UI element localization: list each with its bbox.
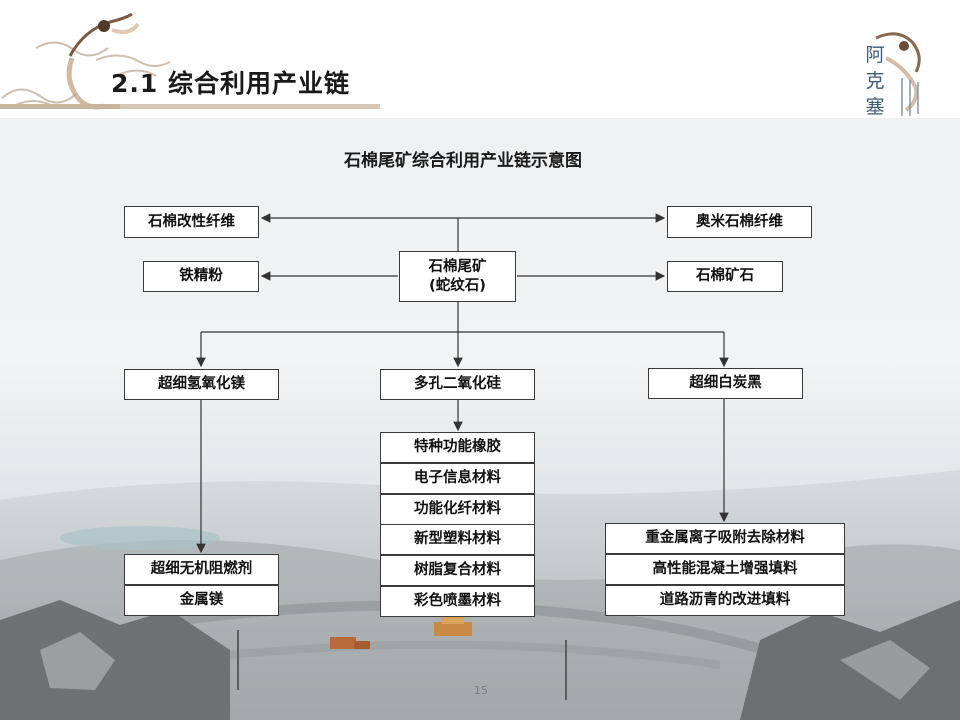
brand-logo-text: 阿 克 塞 [860, 42, 890, 120]
node-asbestos-ore: 石棉矿石 [667, 261, 783, 292]
node-branch-magnesium-hydroxide: 超细氢氧化镁 [124, 369, 279, 400]
diagram-title: 石棉尾矿综合利用产业链示意图 [344, 151, 582, 171]
node-branch-porous-silica: 多孔二氧化硅 [380, 369, 535, 400]
node-branch-white-carbon-black: 超细白炭黑 [648, 368, 803, 399]
logo-char: 塞 [865, 96, 885, 118]
product-item: 电子信息材料 [380, 463, 535, 494]
node-asbestos-tailings: 石棉尾矿 (蛇纹石) [399, 251, 516, 302]
header-decoration [0, 12, 380, 110]
product-item: 树脂复合材料 [380, 555, 535, 586]
page-title: 2.1 综合利用产业链 [111, 69, 350, 98]
product-item: 超细无机阻燃剂 [124, 554, 279, 585]
node-omi-asbestos-fiber: 奥米石棉纤维 [667, 206, 812, 238]
product-item: 金属镁 [124, 585, 279, 616]
logo-char: 阿 [865, 44, 885, 66]
product-item: 新型塑料材料 [380, 524, 535, 555]
brand-logo-icon [875, 32, 921, 116]
product-item: 功能化纤材料 [380, 494, 535, 525]
product-item: 重金属离子吸附去除材料 [605, 523, 845, 554]
page-number: 15 [474, 684, 488, 697]
product-item: 特种功能橡胶 [380, 432, 535, 463]
logo-char: 克 [865, 70, 885, 92]
node-asbestos-modified-fiber: 石棉改性纤维 [124, 206, 259, 238]
product-item: 彩色喷墨材料 [380, 586, 535, 617]
node-iron-concentrate: 铁精粉 [143, 261, 259, 292]
product-item: 高性能混凝土增强填料 [605, 554, 845, 585]
product-item: 道路沥青的改进填料 [605, 585, 845, 616]
